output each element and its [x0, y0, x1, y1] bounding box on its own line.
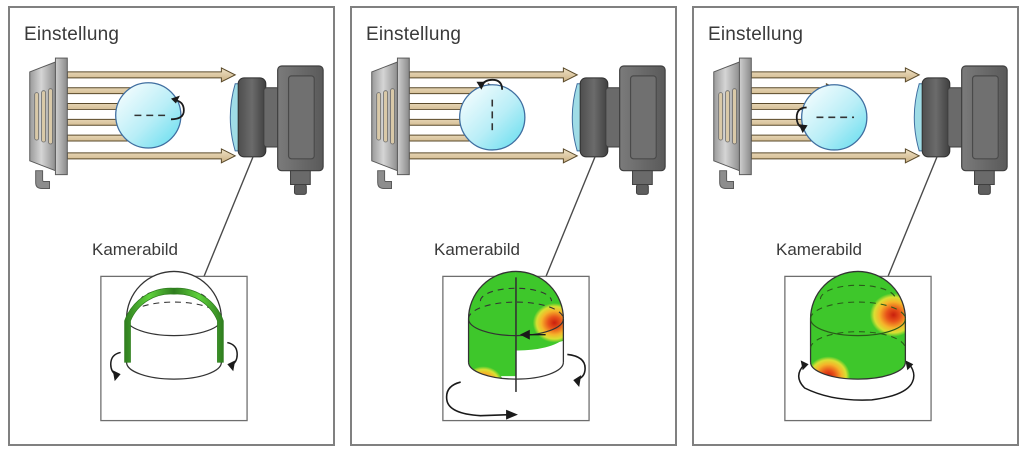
- line-light-source: [713, 57, 752, 189]
- camera-connector-base: [974, 170, 995, 186]
- camera-connector-plug: [293, 184, 307, 195]
- panel-title: Einstellung: [24, 24, 120, 45]
- dome-upper-ring-back: [819, 284, 897, 300]
- panel-3-graphics: [713, 57, 1008, 422]
- dome-equator-front: [809, 318, 906, 337]
- panel-2-graphics: [371, 57, 666, 422]
- dome-equator-front: [125, 318, 222, 337]
- camera-lens-barrel: [579, 77, 609, 158]
- camera-body-panel: [287, 75, 315, 160]
- lamp-slots: [34, 88, 53, 145]
- equator-direction-arrow: [519, 329, 546, 340]
- lamp-mount: [377, 170, 393, 189]
- panel-setting-2: Einstellung Kamerabild: [350, 6, 677, 446]
- camera: [571, 65, 666, 195]
- dome-visualization: [110, 270, 238, 382]
- rotation-arrow: [476, 78, 504, 90]
- sphere-sample: [459, 84, 526, 151]
- panel-1-graphics: [29, 57, 324, 422]
- dome-edge-stripes: [124, 287, 224, 363]
- camera-body-panel: [971, 75, 999, 160]
- camera-image-label: Kamerabild: [92, 240, 178, 259]
- rotation-arrow: [170, 95, 185, 121]
- camera-image-label: Kamerabild: [434, 240, 520, 259]
- dome-base-front: [809, 362, 907, 380]
- lamp-mount: [719, 170, 735, 189]
- lamp-mount: [35, 170, 51, 189]
- dome-cap: [809, 270, 907, 319]
- panel-title: Einstellung: [708, 24, 804, 45]
- leader-line: [202, 156, 254, 278]
- camera-connector-plug: [977, 184, 991, 195]
- dome-base-rotation-ring: [797, 360, 915, 401]
- camera: [229, 65, 324, 195]
- camera-image-label: Kamerabild: [776, 240, 862, 259]
- dome-cap: [467, 270, 565, 319]
- camera-connector-base: [290, 170, 311, 186]
- sphere-sample: [801, 84, 868, 151]
- lamp-slots: [376, 88, 395, 145]
- light-beam-rays: [408, 67, 579, 164]
- camera-connector-plug: [635, 184, 649, 195]
- camera: [913, 65, 1008, 195]
- dome-base-front: [125, 362, 223, 380]
- line-light-source: [371, 57, 410, 189]
- dome-rotation-arrows: [445, 353, 586, 420]
- lamp-slots: [718, 88, 737, 145]
- dome-rotation-arrows: [110, 341, 238, 382]
- camera-lens-barrel: [237, 77, 267, 158]
- leader-line: [886, 156, 938, 278]
- panel-title: Einstellung: [366, 24, 462, 45]
- sphere-sample: [115, 82, 182, 149]
- camera-lens-barrel: [921, 77, 951, 158]
- dome-cap: [125, 270, 223, 319]
- camera-connector-base: [632, 170, 653, 186]
- line-light-source: [29, 57, 68, 189]
- panel-setting-3: Einstellung Kamerabild: [692, 6, 1019, 446]
- leader-line: [544, 156, 596, 278]
- rotation-arrow: [795, 106, 808, 134]
- camera-body-panel: [629, 75, 657, 160]
- panel-setting-1: Einstellung Kamerabild: [8, 6, 335, 446]
